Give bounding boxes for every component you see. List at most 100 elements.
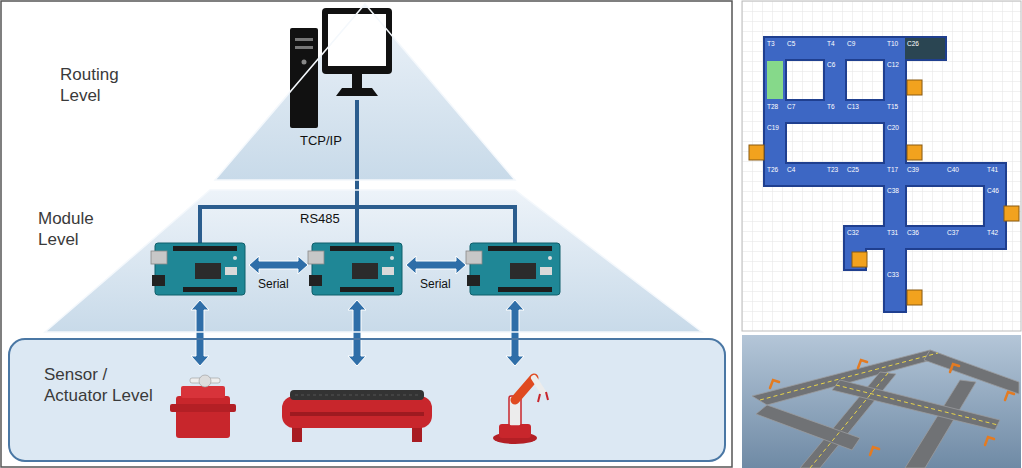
label-holder: C39 [907,167,919,174]
label-holder: T10 [887,41,898,48]
track-cell-id: C36 [907,230,919,237]
arduino-board [466,243,560,295]
label-holder: T26 [767,167,778,174]
box-fill [9,339,725,461]
track-cell-id: C4 [787,167,795,174]
computer-icon [290,8,392,128]
link-label: Serial [420,278,451,290]
label-holder: T3 [767,41,775,48]
track-cell-id: C25 [847,167,859,174]
label-holder: C37 [947,230,959,237]
track-cell-id: C33 [887,272,899,279]
label-holder: C9 [847,41,855,48]
label-holder: C6 [827,62,835,69]
track-cell-id: C12 [887,62,899,69]
routing-level-band: Routing Level [40,0,690,184]
track-cell-id: T23 [827,167,838,174]
track-cell-id: C37 [947,230,959,237]
track-cell-id: C38 [887,188,899,195]
label-holder: C12 [887,62,899,69]
label-holder: C19 [767,125,779,132]
label-holder: C32 [847,230,859,237]
track-cell-id: C9 [847,41,855,48]
label-holder: C25 [847,167,859,174]
arduino-board [308,243,402,295]
conveyor-picture [282,390,432,442]
bus-label: RS485 [300,212,340,225]
label-holder: C40 [947,167,959,174]
link-label: Serial [258,278,289,290]
track-cell-id: C6 [827,62,835,69]
level-name: Routing Level [60,64,119,107]
track-cell-id: C40 [947,167,959,174]
robot-arm-picture [493,378,548,444]
io-arrow [348,300,366,366]
band-fill [45,190,702,332]
track-cell-id: T28 [767,104,778,111]
label-holder: C13 [847,104,859,111]
label-holder: T15 [887,104,898,111]
label-holder: T31 [887,230,898,237]
track-cell-id: T15 [887,104,898,111]
track-cell-id: T10 [887,41,898,48]
track-cell-id: C19 [767,125,779,132]
box-outline [9,339,725,461]
track-cell-id: C46 [987,188,999,195]
panel-frame [1,1,732,467]
serial-arrow [249,256,308,274]
label-holder: T28 [767,104,778,111]
label-holder: C26 [907,41,919,48]
label-holder: T41 [987,167,998,174]
band-outline [215,4,515,180]
node-outline [30,186,710,334]
label-holder: T4 [827,41,835,48]
serial-arrow [406,256,466,274]
track-cell-id: T17 [887,167,898,174]
rendered-3d-view [742,335,1021,468]
track-cell-id: C7 [787,104,795,111]
io-arrow [506,300,524,366]
track-cell-id: T42 [987,230,998,237]
track-cell-id: C5 [787,41,795,48]
band-outline [45,190,702,332]
label-holder: Serial [420,278,451,290]
label-holder: C20 [887,125,899,132]
label-holder: C33 [887,272,899,279]
label-holder: T23 [827,167,838,174]
label-holder: T6 [827,104,835,111]
track-cell-id: C20 [887,125,899,132]
node-text-holder: Sensor / Actuator Level [44,364,164,407]
track-cell-id: T31 [887,230,898,237]
track-cell-id: C32 [847,230,859,237]
node-outline [40,0,690,184]
label-holder: TCP/IP [300,134,342,147]
servo-picture [170,375,236,438]
label-holder: C7 [787,104,795,111]
layout-map [742,1,1021,331]
track-cell-id: T26 [767,167,778,174]
level-name: Module Level [38,208,94,251]
track-cell-id: C39 [907,167,919,174]
track-cell-id: T6 [827,104,835,111]
label-holder: C4 [787,167,795,174]
label-holder: RS485 [300,212,340,225]
label-holder: Serial [258,278,289,290]
protocol-label: TCP/IP [300,134,342,147]
arduino-board [151,243,245,295]
label-holder: C38 [887,188,899,195]
band-fill [215,4,515,180]
label-holder: C36 [907,230,919,237]
label-holder: T17 [887,167,898,174]
level-name: Sensor / Actuator Level [44,364,164,407]
track-cell-id: T41 [987,167,998,174]
io-arrow [191,300,209,366]
module-level-band: Module Level [30,186,710,334]
track-cell-id: T3 [767,41,775,48]
label-holder: C46 [987,188,999,195]
track-cell-id: C13 [847,104,859,111]
node-text-holder: Routing Level [60,64,119,107]
